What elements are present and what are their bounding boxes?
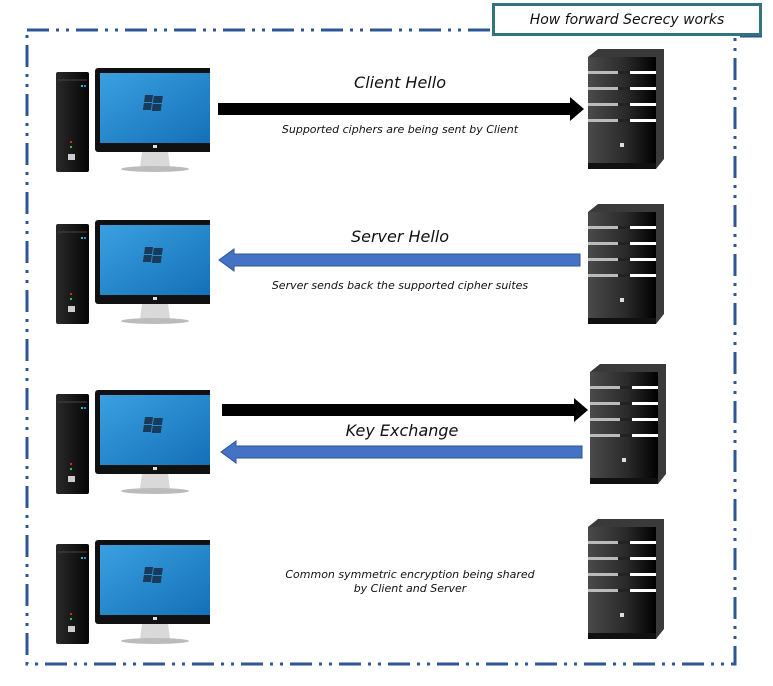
server-hello-description: Server sends back the supported cipher s… [271,279,529,292]
server-to-client-arrow [220,440,583,464]
server-hello-label: Server Hello [350,227,450,246]
client-to-server-arrow [222,398,588,422]
server-to-client-arrow [218,248,581,272]
shared-encryption-line2: by Client and Server [353,582,467,595]
client-to-server-arrow [218,97,584,121]
client-computer-icon [50,384,210,504]
server-rack-icon [578,517,668,642]
server-rack-icon [578,47,668,172]
key-exchange-label: Key Exchange [345,421,459,440]
frame-border [25,28,762,666]
client-hello-label: Client Hello [354,73,446,92]
diagram-title: How forward Secrecy works [492,3,762,36]
server-rack-icon [578,202,668,327]
server-rack-icon [580,362,670,487]
shared-encryption-line1: Common symmetric encryption being shared [285,568,535,581]
client-computer-icon [50,534,210,654]
client-hello-description: Supported ciphers are being sent by Clie… [281,123,519,136]
client-computer-icon [50,62,210,182]
client-computer-icon [50,214,210,334]
